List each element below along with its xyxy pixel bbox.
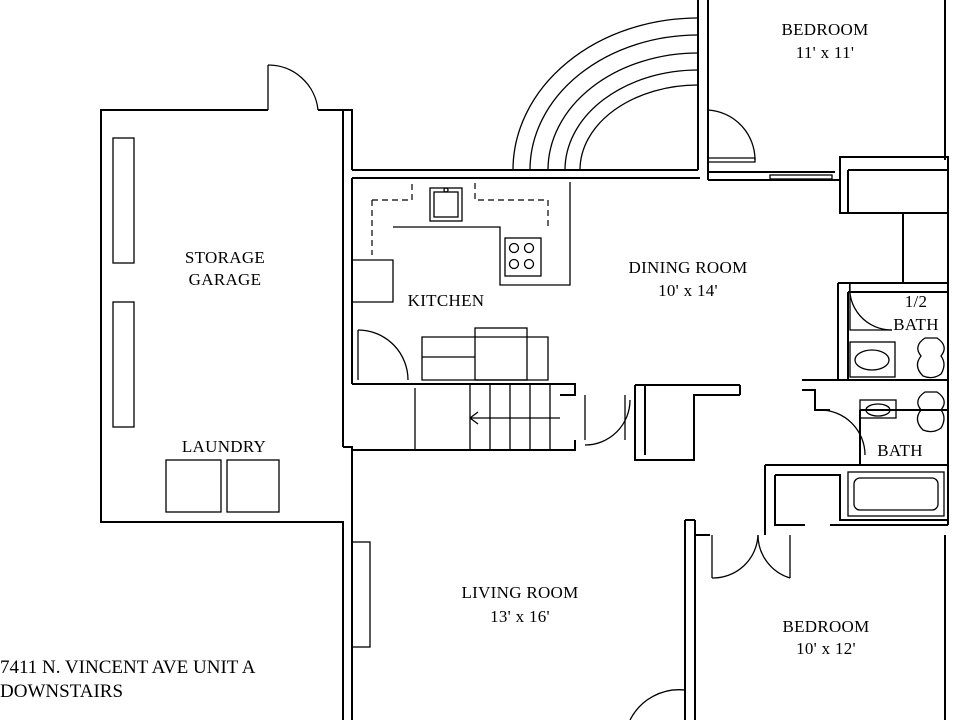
size-bedroom-top: 11' x 11'	[796, 43, 855, 62]
bath-fixtures	[847, 337, 945, 517]
bathtub-icon	[847, 471, 945, 517]
label-storage: STORAGE	[185, 248, 265, 267]
kitchen-fixtures	[353, 182, 571, 381]
size-living-room: 13' x 16'	[490, 607, 550, 626]
label-bedroom-bottom: BEDROOM	[782, 617, 869, 636]
toilet-icon	[916, 337, 945, 379]
stove-icon	[504, 237, 542, 277]
label-bedroom-top: BEDROOM	[781, 20, 868, 39]
size-bedroom-bottom: 10' x 12'	[796, 639, 856, 658]
address-line-2: DOWNSTAIRS	[0, 681, 123, 702]
curved-staircase	[512, 17, 699, 171]
label-living-room: LIVING ROOM	[461, 583, 578, 602]
window-hall	[769, 174, 833, 180]
label-kitchen: KITCHEN	[408, 291, 485, 310]
refrigerator-icon	[474, 327, 528, 381]
address-line-1: 7411 N. VINCENT AVE UNIT A	[0, 657, 256, 678]
garage-fixtures	[112, 137, 280, 513]
label-garage: GARAGE	[189, 270, 262, 289]
label-half-bath-fraction: 1/2	[905, 292, 928, 311]
window-living-room	[351, 541, 371, 648]
label-half-bath: BATH	[893, 315, 939, 334]
sink-icon	[429, 187, 463, 222]
size-dining-room: 10' x 14'	[658, 281, 718, 300]
label-dining-room: DINING ROOM	[629, 258, 748, 277]
windows	[351, 174, 833, 648]
address-block: 7411 N. VINCENT AVE UNIT A DOWNSTAIRS	[0, 657, 256, 702]
dryer-icon	[226, 459, 280, 513]
straight-staircase	[414, 384, 560, 450]
washer-icon	[165, 459, 222, 513]
room-labels: BEDROOM 11' x 11' STORAGE GARAGE KITCHEN…	[182, 20, 939, 658]
label-laundry: LAUNDRY	[182, 437, 266, 456]
label-bath: BATH	[877, 441, 923, 460]
toilet-icon	[916, 391, 945, 433]
sink-icon	[854, 349, 890, 371]
doors	[267, 64, 893, 720]
